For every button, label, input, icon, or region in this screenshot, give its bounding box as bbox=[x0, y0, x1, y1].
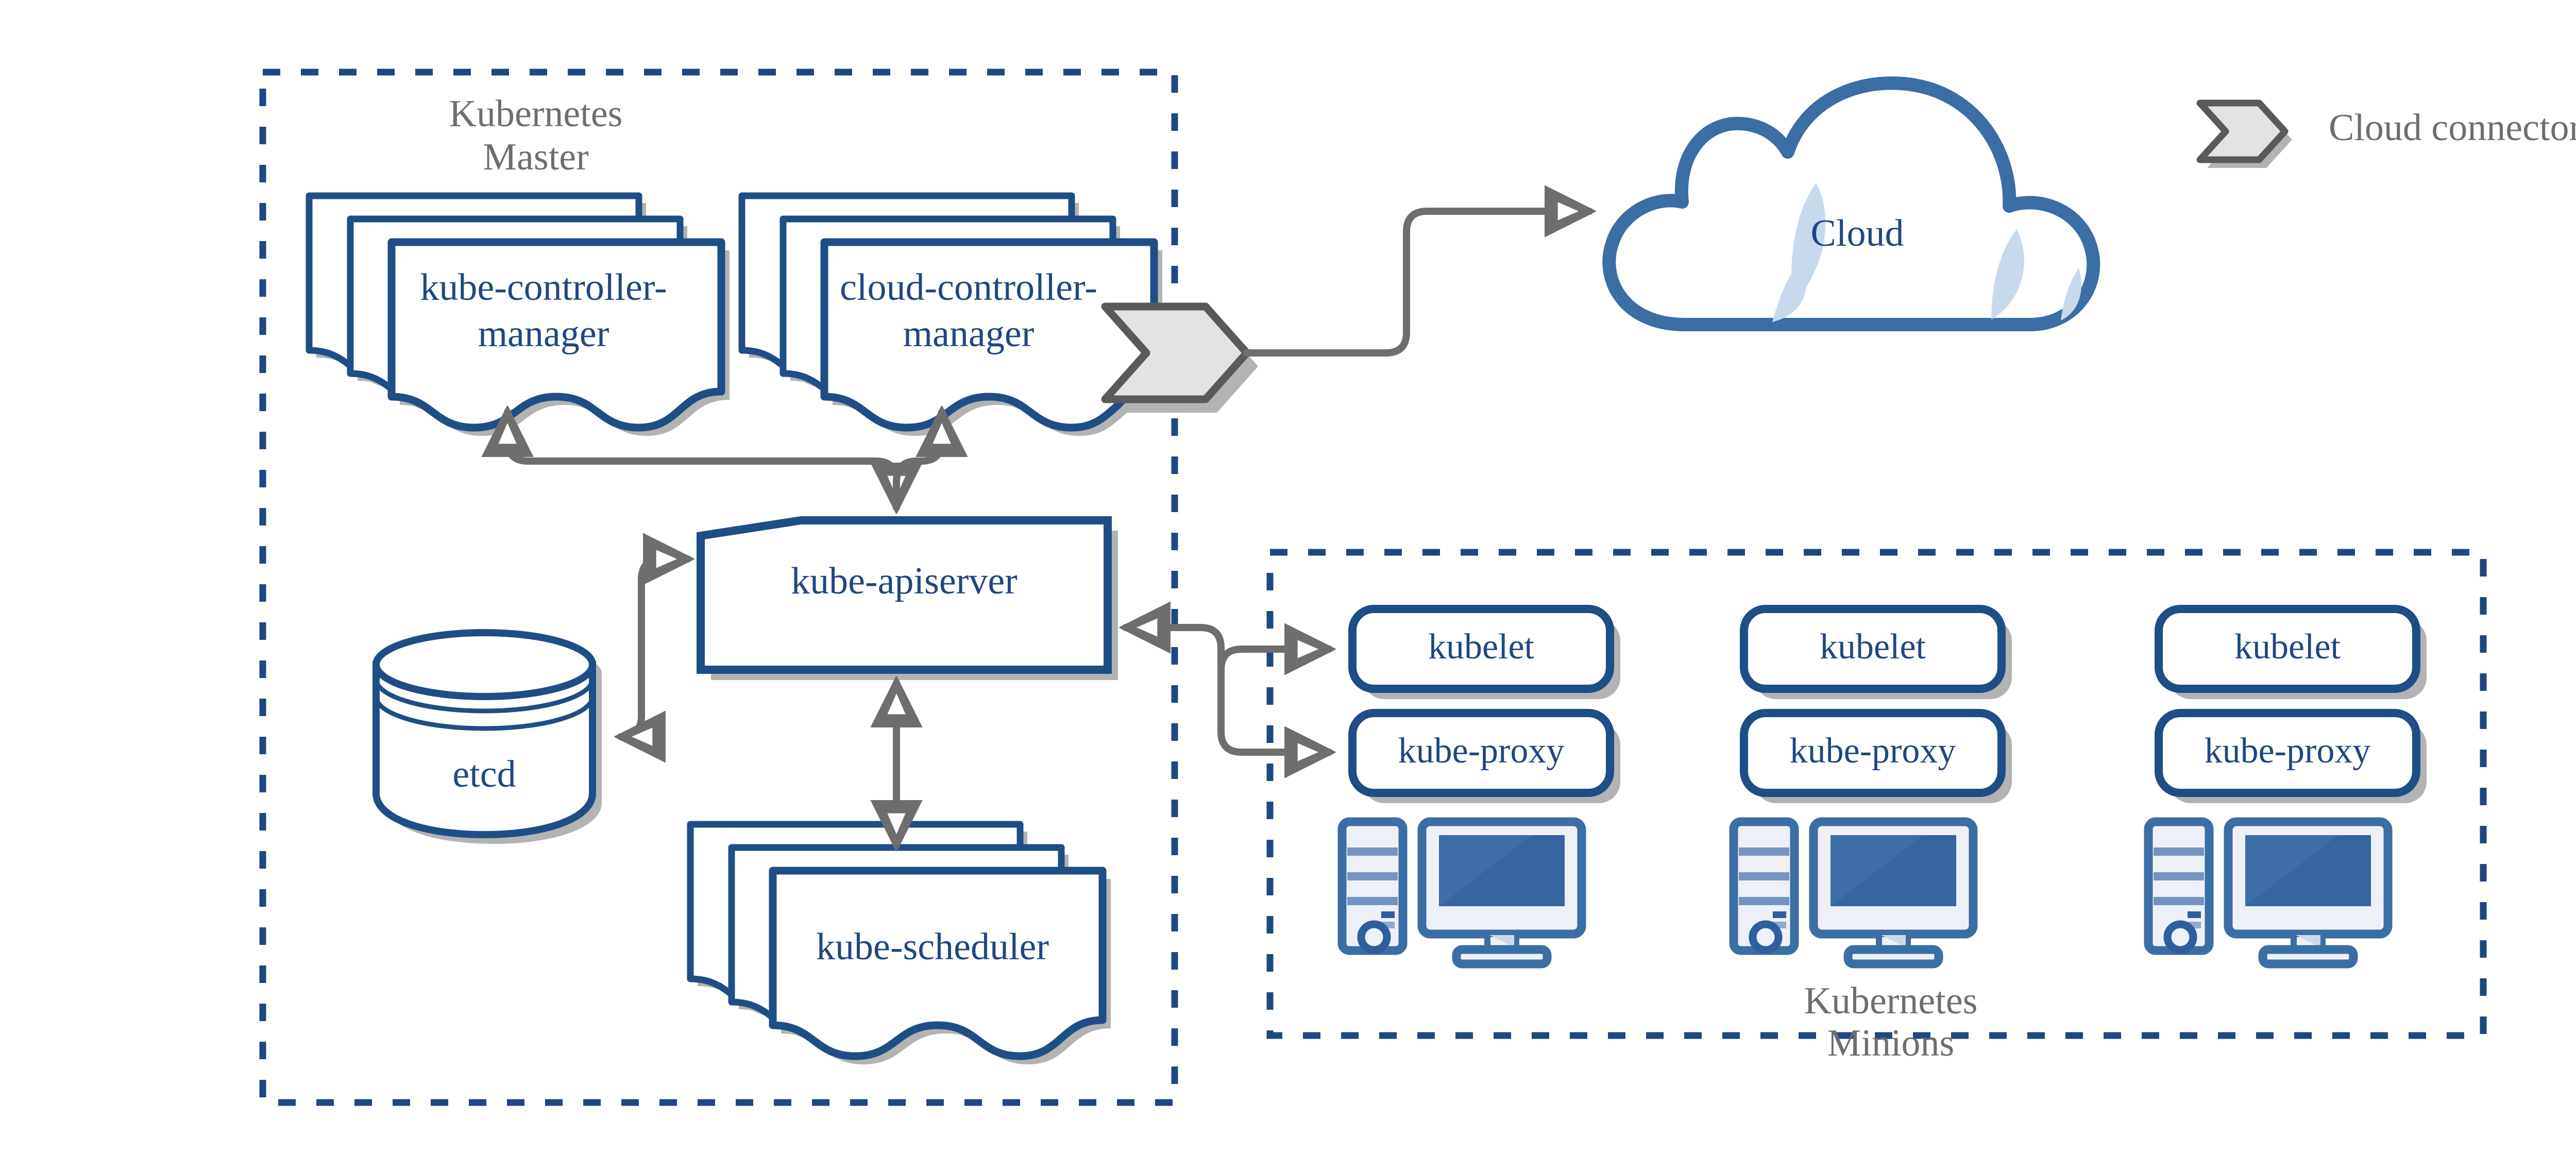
connector-etcd-to-apiserver bbox=[621, 559, 688, 737]
zone-kubernetes-minions bbox=[1266, 549, 2487, 1039]
cloud-controller-manager-label-line1: cloud-controller- bbox=[840, 266, 1097, 309]
cloud-controller-manager-label-line2: manager bbox=[903, 313, 1035, 355]
master-zone-label-line1: Kubernetes bbox=[449, 93, 623, 135]
kube-proxy-box-3[interactable]: kube-proxy bbox=[2155, 709, 2427, 803]
kubelet-label-1: kubelet bbox=[1428, 627, 1535, 667]
kube-proxy-label-3: kube-proxy bbox=[2205, 731, 2371, 771]
minions-zone-label-line1: Kubernetes bbox=[1804, 980, 1978, 1022]
kube-controller-manager-label-line1: kube-controller- bbox=[420, 266, 667, 309]
connector-ccm-to-cloud bbox=[1243, 211, 1589, 357]
etcd-ring-1 bbox=[374, 679, 595, 714]
etcd-label: etcd bbox=[452, 753, 516, 795]
cloud-accent-4 bbox=[2061, 268, 2081, 320]
minions-zone-border bbox=[1266, 549, 2487, 1039]
master-zone-border bbox=[259, 69, 1178, 1106]
kube-controller-manager-label-line2: manager bbox=[478, 313, 609, 355]
apiserver-box bbox=[697, 516, 1112, 674]
zone-kubernetes-master: Kubernetes Master bbox=[259, 69, 1178, 1106]
kube-proxy-box-1[interactable]: kube-proxy bbox=[1348, 709, 1620, 803]
connector-apiserver-to-kubeproxy bbox=[1126, 628, 1329, 752]
etcd-top-ellipse bbox=[372, 629, 596, 700]
etcd-ring-2 bbox=[374, 696, 595, 731]
node-kube-apiserver[interactable]: kube-apiserver bbox=[697, 516, 1118, 680]
kubelet-box-1[interactable]: kubelet bbox=[1348, 605, 1620, 699]
node-cloud[interactable]: Cloud bbox=[1602, 76, 2100, 331]
cloud-accent-3 bbox=[1991, 229, 2024, 319]
master-zone-label-line2: Master bbox=[483, 136, 589, 178]
minion-node-1: kubelet kube-proxy bbox=[1337, 605, 1620, 969]
minion-node-2: kubelet kube-proxy bbox=[1729, 605, 2012, 969]
kubelet-box-3[interactable]: kubelet bbox=[2155, 605, 2427, 699]
kubelet-label-2: kubelet bbox=[1820, 627, 1926, 667]
cloud-label: Cloud bbox=[1811, 212, 1904, 255]
legend-cloud-connector-icon bbox=[2196, 99, 2292, 168]
node-cloud-controller-manager[interactable]: cloud-controller- manager bbox=[742, 196, 1162, 436]
node-etcd[interactable]: etcd bbox=[372, 629, 602, 844]
minions-zone-label-line2: Minions bbox=[1827, 1022, 1955, 1064]
kube-proxy-box-2[interactable]: kube-proxy bbox=[1740, 709, 2012, 803]
legend-label: Cloud connector bbox=[2329, 107, 2576, 149]
kubelet-box-2[interactable]: kubelet bbox=[1740, 605, 2012, 699]
node-kube-scheduler[interactable]: kube-scheduler bbox=[690, 824, 1111, 1064]
minion-node-3: kubelet kube-proxy bbox=[2144, 605, 2427, 969]
computer-icon-3 bbox=[2144, 817, 2393, 969]
node-kube-controller-manager[interactable]: kube-controller- manager bbox=[309, 196, 730, 436]
cloud-outline bbox=[1602, 76, 2100, 331]
kubelet-label-3: kubelet bbox=[2234, 627, 2341, 667]
connector-apiserver-to-kubelet bbox=[1217, 649, 1329, 670]
cloud-connector-chevron bbox=[1101, 302, 1251, 403]
connector-kcm-to-apiserver bbox=[507, 412, 896, 507]
computer-icon-1 bbox=[1337, 817, 1586, 969]
connector-ccm-to-apiserver bbox=[893, 412, 942, 511]
kube-proxy-label-2: kube-proxy bbox=[1790, 731, 1956, 771]
legend-icon-chevron bbox=[2196, 99, 2289, 163]
kube-apiserver-label: kube-apiserver bbox=[791, 560, 1018, 602]
minions-zone-label: Kubernetes Minions bbox=[1804, 980, 1978, 1064]
cloud-accent-2 bbox=[1772, 258, 1807, 322]
legend: Cloud connector bbox=[2196, 99, 2576, 168]
kube-proxy-label-1: kube-proxy bbox=[1398, 731, 1565, 771]
cloud-connector-icon[interactable] bbox=[1101, 302, 1258, 413]
kube-scheduler-label: kube-scheduler bbox=[816, 926, 1049, 968]
computer-icon-2 bbox=[1729, 817, 1978, 969]
